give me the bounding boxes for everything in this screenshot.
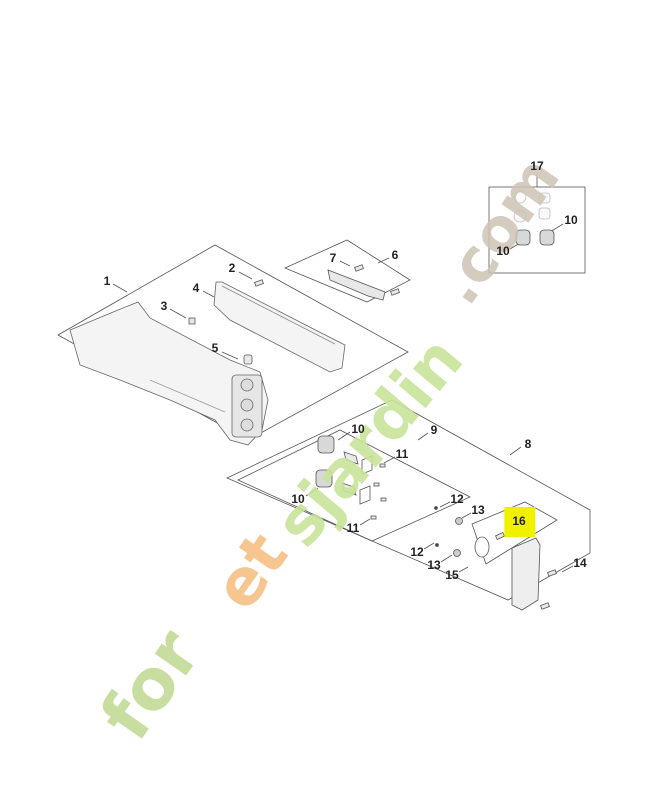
callout-15[interactable]: 15 (445, 568, 459, 582)
callout-4[interactable]: 4 (192, 281, 200, 295)
callout-13[interactable]: 13 (471, 503, 485, 517)
callout-10[interactable]: 10 (496, 244, 510, 258)
callout-1[interactable]: 1 (103, 274, 111, 288)
part-4-cover (213, 281, 346, 373)
callout-2[interactable]: 2 (228, 261, 236, 275)
part-1-housing (69, 301, 269, 446)
callout-3[interactable]: 3 (160, 299, 168, 313)
callout-16-highlighted[interactable]: 16 (504, 507, 536, 537)
callout-10[interactable]: 10 (351, 422, 365, 436)
frame-group-9 (237, 429, 471, 542)
callout-12[interactable]: 12 (410, 545, 424, 559)
callout-10[interactable]: 10 (291, 492, 305, 506)
callout-10[interactable]: 10 (564, 213, 578, 227)
frame-group-8 (226, 399, 591, 601)
callout-13[interactable]: 13 (427, 558, 441, 572)
callout-5[interactable]: 5 (211, 341, 219, 355)
callout-9[interactable]: 9 (430, 423, 438, 437)
callout-8[interactable]: 8 (524, 437, 532, 451)
small-parts (188, 190, 557, 611)
callout-7[interactable]: 7 (329, 251, 337, 265)
callout-6[interactable]: 6 (391, 248, 399, 262)
callout-11[interactable]: 11 (395, 447, 409, 461)
callout-11[interactable]: 11 (346, 521, 360, 535)
callout-12[interactable]: 12 (450, 492, 464, 506)
callout-17[interactable]: 17 (530, 159, 544, 173)
frame-group-6 (283, 239, 411, 303)
callout-14[interactable]: 14 (573, 556, 587, 570)
